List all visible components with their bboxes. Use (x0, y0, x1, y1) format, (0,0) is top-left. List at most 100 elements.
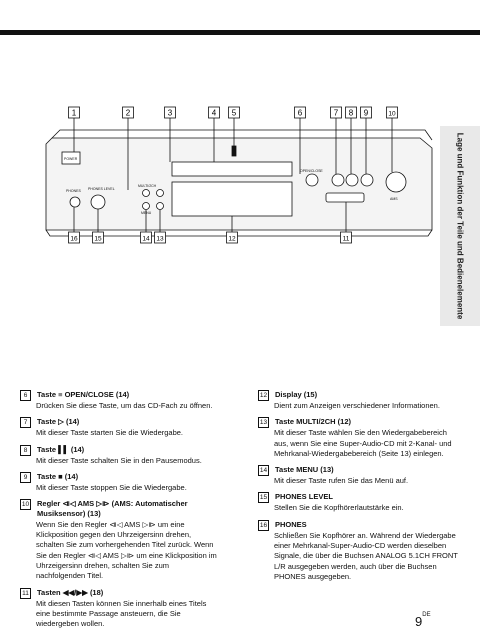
callout-7-box (330, 106, 342, 119)
description-item-10: 10 Regler ⧏◁ AMS ▷⧐ (AMS: Automatischer M… (20, 499, 220, 581)
item-number: 8 (20, 444, 31, 456)
pause-button (345, 173, 359, 187)
item-body: Wenn Sie den Regler ⧏◁ AMS ▷⧐ um eine Kl… (36, 519, 217, 581)
power-label: POWER (64, 157, 78, 161)
item-body: Mit dieser Taste schalten Sie in den Pau… (36, 455, 202, 465)
callout-5-box (228, 106, 240, 119)
description-item-heading: 10 Regler ⧏◁ AMS ▷⧐ (AMS: Automatischer M… (20, 499, 220, 520)
ams-label: AMS (390, 197, 398, 201)
time-button (156, 202, 164, 210)
phones-jack (69, 196, 81, 208)
side-tab: Lage und Funktion der Teile und Bedienel… (440, 126, 480, 326)
description-item-heading: 8 Taste ▌▌ (14) (20, 444, 220, 456)
callout-3-box (164, 106, 176, 119)
power-button (61, 151, 81, 165)
description-item-heading: 7 Taste ▷ (14) (20, 417, 220, 429)
page-number-suffix: DE (422, 612, 431, 618)
item-title: PHONES LEVEL (275, 492, 333, 502)
description-item-heading: 15 PHONES LEVEL (258, 492, 458, 504)
description-item-14: 14 Taste MENU (13)Mit dieser Taste rufen … (258, 465, 458, 486)
callout-6: 6 (298, 108, 303, 117)
callout-8: 8 (349, 108, 354, 117)
description-item-8: 8 Taste ▌▌ (14)Mit dieser Taste schalten … (20, 444, 220, 466)
callout-4-box (208, 106, 220, 119)
page-number-value: 9 (415, 614, 423, 629)
callout-16: 16 (70, 235, 78, 242)
item-body: Mit dieser Taste rufen Sie das Menü auf. (274, 476, 409, 486)
description-column-left: 6 Taste ≡ OPEN/CLOSE (14) Drücken Sie dies… (20, 390, 220, 635)
description-item-heading: 6 Taste ≡ OPEN/CLOSE (14) (20, 390, 220, 401)
callout-11-box (340, 231, 352, 244)
item-number: 7 (20, 417, 31, 429)
description-item-6: 6 Taste ≡ OPEN/CLOSE (14) Drücken Sie dies… (20, 390, 220, 411)
callout-1-box (68, 106, 80, 119)
callout-9-box (360, 106, 372, 119)
callout-1: 1 (72, 108, 77, 117)
device-top-edge (51, 129, 433, 141)
item-title: Taste ▌▌ (14) (37, 444, 85, 454)
callout-13: 13 (156, 235, 164, 242)
description-item-heading: 14 Taste MENU (13) (258, 465, 458, 477)
phones-level-label: PHONES LEVEL (88, 187, 115, 191)
callout-10-box (386, 106, 398, 119)
callout-2-box (122, 106, 134, 119)
super-audio-button (156, 189, 164, 197)
ams-dial (385, 171, 407, 193)
open-close-label: OPEN/CLOSE (300, 169, 323, 173)
item-body: Mit dieser Taste stoppen Sie die Wiederg… (36, 482, 187, 492)
callout-4: 4 (212, 108, 217, 117)
display-window (171, 181, 293, 217)
item-number: 14 (258, 465, 269, 477)
side-tab-label: Lage und Funktion der Teile und Bedienel… (455, 132, 465, 320)
callout-14: 14 (142, 235, 150, 242)
phones-level-knob (90, 194, 106, 210)
callout-15-box (92, 231, 104, 244)
item-body: Mit diesen Tasten können Sie innerhalb e… (36, 598, 207, 629)
callout-15: 15 (94, 235, 102, 242)
callout-12: 12 (228, 235, 236, 242)
item-body: Drücken Sie diese Taste, um das CD-Fach … (36, 401, 213, 410)
page-number: 9DE (415, 612, 431, 629)
item-number: 6 (20, 390, 31, 401)
callout-9: 9 (364, 108, 369, 117)
item-body: Stellen Sie die Kopfhörerlautstärke ein. (274, 503, 404, 513)
item-number: 9 (20, 471, 31, 483)
device-front-panel-diagram: POWER PHONES PHONES LEVEL MULTI/2CH MENU… (45, 106, 433, 244)
indicator-led (231, 145, 237, 157)
item-title: Regler ⧏◁ AMS ▷⧐ (AMS: Automatischer Mus… (37, 499, 188, 519)
item-body: Mit dieser Taste wählen Sie den Wiederga… (274, 428, 452, 458)
item-title: Taste MENU (13) (275, 465, 334, 475)
item-body: Schließen Sie Kopfhörer an. Während der … (274, 530, 458, 581)
menu-button (142, 202, 150, 210)
item-title: Taste MULTI/2CH (12) (275, 417, 351, 427)
callout-12-box (226, 231, 238, 244)
phones-label: PHONES (66, 189, 81, 193)
stop-button (360, 173, 374, 187)
callout-10: 10 (388, 110, 396, 117)
callout-7: 7 (334, 108, 339, 117)
item-title: Taste ▷ (14) (37, 417, 80, 427)
open-close-button (305, 173, 319, 187)
header-rule (0, 30, 480, 35)
item-number: 15 (258, 492, 269, 504)
item-title: Taste ≡ OPEN/CLOSE (14) (37, 390, 130, 399)
item-number: 10 (20, 499, 31, 511)
callout-16-box (68, 231, 80, 244)
callout-11: 11 (343, 235, 350, 242)
device-bottom-edge (45, 229, 433, 237)
multi-2ch-label: MULTI/2CH (138, 184, 157, 188)
callout-6-box (294, 106, 306, 119)
